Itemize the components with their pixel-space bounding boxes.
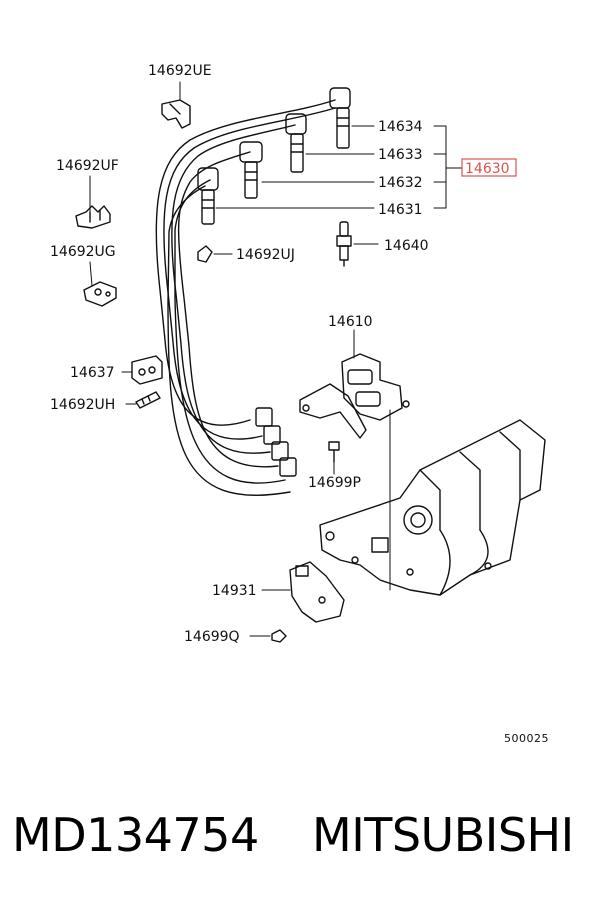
label-14692UH: 14692UH	[50, 397, 115, 413]
footer: MD134754 MITSUBISHI	[0, 800, 600, 880]
label-14699P: 14699P	[308, 475, 361, 491]
wire-clamp-14692UF	[75, 205, 111, 229]
spark-plug-cap-14631	[197, 167, 219, 225]
ignition-coil-14610	[299, 353, 410, 439]
intake-manifold	[319, 419, 546, 596]
spark-plug-cap-14632	[239, 141, 263, 199]
label-14610: 14610	[328, 314, 373, 330]
spark-plug-cap-14634	[329, 87, 351, 149]
diagram-reference-number: 500025	[504, 732, 549, 745]
bolt-14699P	[328, 441, 340, 463]
label-14699Q: 14699Q	[184, 629, 240, 645]
label-14931: 14931	[212, 583, 257, 599]
wire-clamp-14692UG	[83, 281, 117, 307]
label-14692UJ: 14692UJ	[236, 247, 295, 263]
wire-clip-14692UH	[135, 391, 161, 409]
label-14637: 14637	[70, 365, 115, 381]
highlight-box-14630	[461, 158, 517, 177]
label-14631: 14631	[378, 202, 423, 218]
wire-clip-14692UJ	[197, 245, 213, 263]
label-14692UG: 14692UG	[50, 244, 116, 260]
ignition-wire-set	[155, 99, 336, 496]
wire-coil-terminals	[255, 407, 297, 477]
bolt-14699Q	[271, 629, 287, 643]
parts-diagram: 14692UE 14692UF 14692UG 14692UJ 14634 14…	[50, 63, 549, 745]
label-14633: 14633	[378, 147, 423, 163]
label-14632: 14632	[378, 175, 423, 191]
brand-name: MITSUBISHI	[312, 808, 574, 862]
leader-lines	[215, 125, 463, 209]
label-14634: 14634	[378, 119, 423, 135]
spark-plug-14640	[336, 221, 352, 267]
label-14640: 14640	[384, 238, 429, 254]
wire-clamp-14692UE	[161, 99, 191, 129]
label-14692UF: 14692UF	[56, 158, 119, 174]
bracket-14931	[289, 561, 345, 623]
label-14692UE: 14692UE	[148, 63, 212, 79]
spark-plug-cap-14633	[285, 113, 307, 173]
label-14630: 14630	[465, 161, 510, 177]
wire-separator-14637	[131, 355, 163, 385]
part-number: MD134754	[12, 808, 259, 862]
